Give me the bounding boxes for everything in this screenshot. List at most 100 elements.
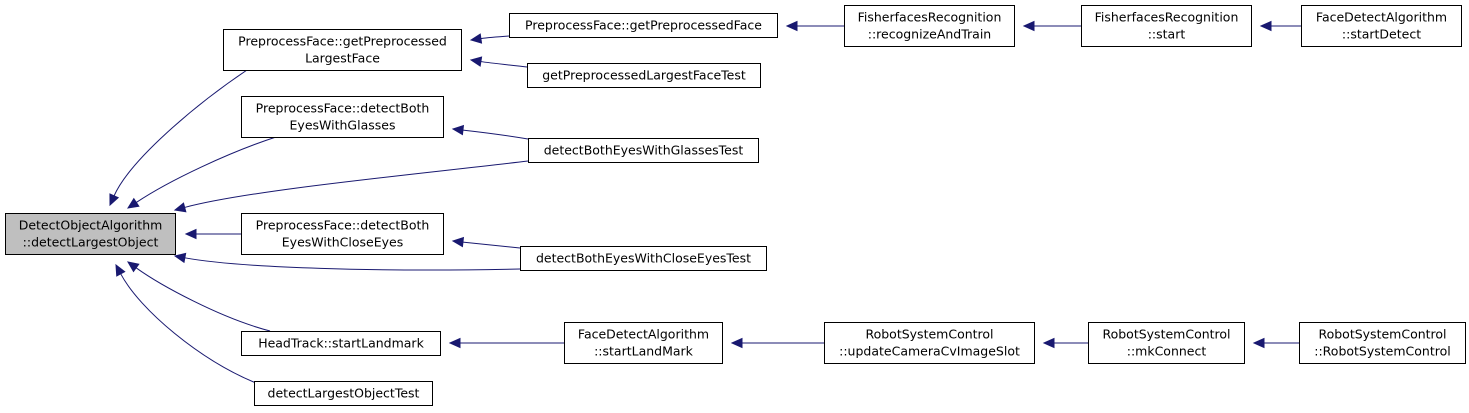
node-label-line: ::updateCameraCvImageSlot <box>839 344 1020 359</box>
node-label-line: PreprocessFace::detectBoth <box>256 218 430 233</box>
arrowhead-icon <box>1252 337 1265 349</box>
node-get-preprocessed-largest-face[interactable]: PreprocessFace::getPreprocessedLargestFa… <box>223 29 462 71</box>
node-box <box>824 322 1035 364</box>
edge-get_preprocessed_largest_face-to-detect_largest_object <box>109 69 248 207</box>
node-detect-both-eyes-with-glasses[interactable]: PreprocessFace::detectBothEyesWithGlasse… <box>241 96 444 138</box>
node-label-line: detectLargestObjectTest <box>268 386 420 401</box>
node-box <box>5 213 176 255</box>
node-box <box>241 331 441 356</box>
edge-line <box>135 267 271 332</box>
edge-line <box>184 257 521 271</box>
node-fisherfaces-start[interactable]: FisherfacesRecognition::start <box>1081 5 1252 47</box>
node-get-preprocessed-face[interactable]: PreprocessFace::getPreprocessedFace <box>509 13 778 38</box>
node-get-preprocessed-largest-face-test[interactable]: getPreprocessedLargestFaceTest <box>527 63 761 88</box>
node-label-line: ::recognizeAndTrain <box>868 27 991 42</box>
node-detect-both-eyes-with-close-eyes[interactable]: PreprocessFace::detectBothEyesWithCloseE… <box>241 213 444 255</box>
node-label-line: FisherfacesRecognition <box>1095 10 1239 25</box>
node-detect-both-eyes-with-glasses-test[interactable]: detectBothEyesWithGlassesTest <box>528 138 759 163</box>
node-label-line: ::startDetect <box>1342 27 1421 42</box>
node-detect-both-eyes-with-close-eyes-test[interactable]: detectBothEyesWithCloseEyesTest <box>520 246 767 271</box>
node-label-line: PreprocessFace::getPreprocessed <box>238 34 447 49</box>
arrowhead-icon <box>173 202 187 213</box>
node-label-line: HeadTrack::startLandmark <box>258 336 424 351</box>
node-label-line: RobotSystemControl <box>1318 327 1446 342</box>
node-box <box>223 29 462 71</box>
edge-line <box>462 129 529 140</box>
edge-detect_both_eyes_with_glasses_test-to-detect_both_eyes_with_glasses <box>451 124 529 140</box>
node-label-line: EyesWithCloseEyes <box>282 235 403 250</box>
arrowhead-icon <box>184 228 197 240</box>
node-box <box>1299 322 1466 364</box>
node-detect-largest-object-test[interactable]: detectLargestObjectTest <box>254 381 433 406</box>
node-label-line: ::RobotSystemControl <box>1314 344 1450 359</box>
node-label-line: PreprocessFace::getPreprocessedFace <box>525 18 762 33</box>
node-box <box>1081 5 1252 47</box>
node-fisherfaces-recognize-and-train[interactable]: FisherfacesRecognition::recognizeAndTrai… <box>844 5 1015 47</box>
node-robot-system-control-ctor[interactable]: RobotSystemControl::RobotSystemControl <box>1299 322 1466 364</box>
node-label-line: RobotSystemControl <box>865 327 993 342</box>
arrowhead-icon <box>127 261 140 273</box>
node-box <box>1301 5 1462 47</box>
edge-line <box>184 160 529 208</box>
edge-detect_both_eyes_with_close_eyes_test-to-detect_largest_object <box>173 252 521 271</box>
edge-fisherfaces_recognize_and_train-to-get_preprocessed_face <box>785 20 844 32</box>
edge-get_preprocessed_largest_face_test-to-get_preprocessed_largest_face <box>469 56 528 68</box>
arrowhead-icon <box>1022 20 1035 32</box>
edge-detect_both_eyes_with_glasses_test-to-detect_largest_object <box>173 160 529 213</box>
node-label-line: LargestFace <box>305 51 380 66</box>
node-label-line: FisherfacesRecognition <box>858 10 1002 25</box>
arrowhead-icon <box>730 337 743 349</box>
arrowhead-icon <box>1042 337 1055 349</box>
edge-face_detect_start_landmark-to-headtrack_start_landmark <box>448 337 564 349</box>
edge-face_detect_start_detect-to-fisherfaces_start <box>1259 20 1301 32</box>
node-box <box>254 381 433 406</box>
node-face-detect-start-detect[interactable]: FaceDetectAlgorithm::startDetect <box>1301 5 1462 47</box>
node-label-line: RobotSystemControl <box>1102 327 1230 342</box>
arrowhead-icon <box>785 20 798 32</box>
node-label-line: ::mkConnect <box>1127 344 1207 359</box>
node-label-line: ::start <box>1148 27 1186 42</box>
node-robot-update-camera-cv-image-slot[interactable]: RobotSystemControl::updateCameraCvImageS… <box>824 322 1035 364</box>
node-label-line: getPreprocessedLargestFaceTest <box>542 68 746 83</box>
arrowhead-icon <box>448 337 461 349</box>
node-label-line: EyesWithGlasses <box>290 118 396 133</box>
edge-line <box>480 35 510 40</box>
node-box <box>520 246 767 271</box>
arrowhead-icon <box>451 124 465 136</box>
arrowhead-icon <box>126 197 140 209</box>
node-label-line: PreprocessFace::detectBoth <box>256 101 430 116</box>
edges-layer <box>109 20 1301 384</box>
node-box <box>1088 322 1245 364</box>
node-headtrack-start-landmark[interactable]: HeadTrack::startLandmark <box>241 331 441 356</box>
edge-line <box>480 61 528 68</box>
node-label-line: FaceDetectAlgorithm <box>1316 10 1447 25</box>
edge-detect_both_eyes_with_close_eyes_test-to-detect_both_eyes_with_close_eyes <box>451 236 521 249</box>
edge-robot_update_camera_cv_image_slot-to-face_detect_start_landmark <box>730 337 824 349</box>
nodes-layer: DetectObjectAlgorithm::detectLargestObje… <box>5 5 1466 406</box>
edge-line <box>136 136 277 203</box>
edge-get_preprocessed_face-to-get_preprocessed_largest_face <box>469 33 510 44</box>
arrowhead-icon <box>469 56 483 67</box>
node-robot-mk-connect[interactable]: RobotSystemControl::mkConnect <box>1088 322 1245 364</box>
arrowhead-icon <box>115 263 126 277</box>
edge-detect_both_eyes_with_glasses-to-detect_largest_object <box>126 136 277 209</box>
edge-headtrack_start_landmark-to-detect_largest_object <box>127 261 271 332</box>
node-label-line: DetectObjectAlgorithm <box>19 218 163 233</box>
arrowhead-icon <box>451 236 465 248</box>
arrowhead-icon <box>109 193 120 207</box>
node-label-line: ::startLandMark <box>594 344 694 359</box>
node-detect-largest-object[interactable]: DetectObjectAlgorithm::detectLargestObje… <box>5 213 176 255</box>
node-box <box>241 213 444 255</box>
edge-line <box>120 273 257 384</box>
node-box <box>241 96 444 138</box>
arrowhead-icon <box>469 33 483 44</box>
arrowhead-icon <box>1259 20 1272 32</box>
node-box <box>844 5 1015 47</box>
edge-line <box>462 241 521 249</box>
edge-robot_mk_connect-to-robot_update_camera_cv_image_slot <box>1042 337 1088 349</box>
arrowhead-icon <box>173 252 187 264</box>
edge-detect_both_eyes_with_close_eyes-to-detect_largest_object <box>184 228 241 240</box>
node-label-line: ::detectLargestObject <box>23 235 159 250</box>
node-face-detect-start-landmark[interactable]: FaceDetectAlgorithm::startLandMark <box>564 322 723 364</box>
